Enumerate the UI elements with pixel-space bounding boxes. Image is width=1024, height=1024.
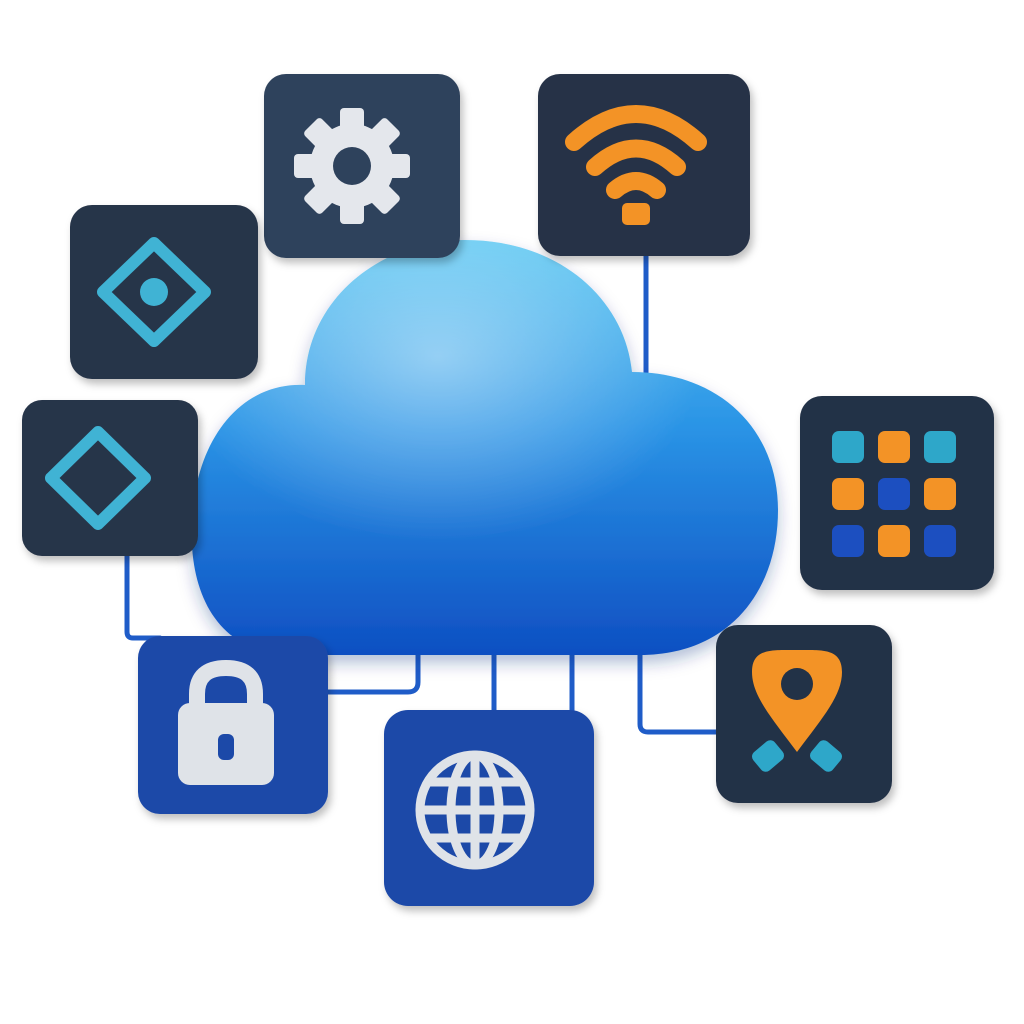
cloud-icon: [191, 240, 778, 655]
diamond-icon: [45, 426, 151, 530]
cloud-highlight: [191, 240, 778, 655]
app-grid-icon: [832, 431, 956, 557]
app-grid-square: [878, 525, 910, 557]
padlock-icon: [178, 659, 274, 785]
wifi-tile[interactable]: [538, 74, 750, 256]
app-grid-square: [832, 525, 864, 557]
connector-lock-cloud: [317, 637, 421, 695]
app-grid-square: [878, 431, 910, 463]
location-tile[interactable]: [716, 625, 892, 803]
diamond-tile[interactable]: [22, 400, 198, 556]
lock-tile[interactable]: [138, 636, 328, 814]
connector-location: [637, 637, 723, 735]
app-grid-square: [832, 431, 864, 463]
location-pin-icon: [752, 649, 842, 772]
connector-diamond-lock: [124, 547, 163, 641]
app-grid-square: [924, 525, 956, 557]
app-grid-square: [832, 478, 864, 510]
globe-tile[interactable]: [384, 710, 594, 906]
settings-tile[interactable]: [264, 74, 460, 258]
apps-tile[interactable]: [800, 396, 994, 590]
wifi-icon: [565, 105, 707, 225]
globe-icon: [415, 750, 535, 870]
app-grid-square: [878, 478, 910, 510]
diamond-dot-icon: [97, 237, 211, 347]
app-grid-square: [924, 478, 956, 510]
gear-icon: [294, 108, 410, 224]
app-grid-square: [924, 431, 956, 463]
target-tile[interactable]: [70, 205, 258, 379]
